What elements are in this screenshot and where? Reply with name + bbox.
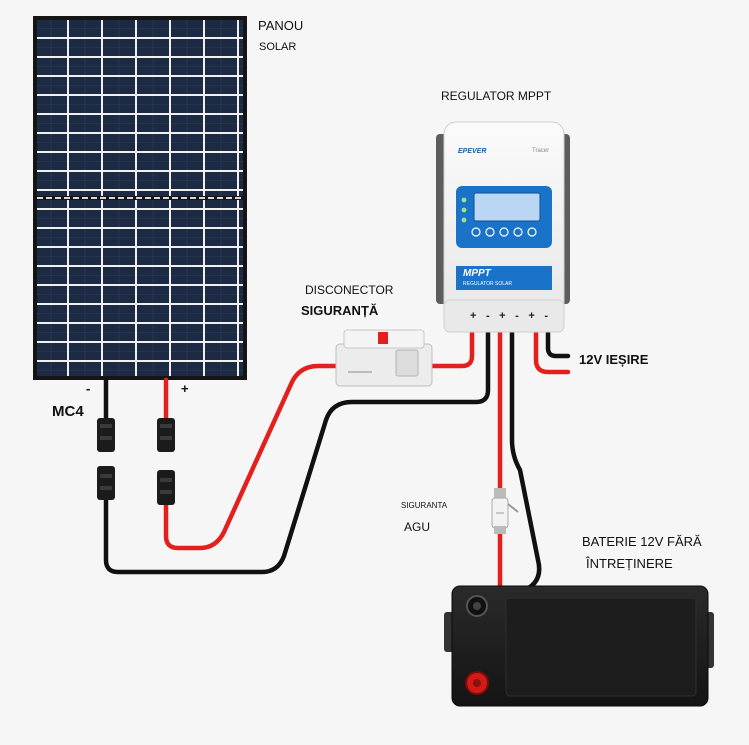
panel-label-line1: PANOU bbox=[258, 18, 304, 33]
mc4-positive-top bbox=[157, 418, 175, 452]
mppt-regulator bbox=[436, 121, 570, 333]
regulator-badge: MPPT bbox=[463, 268, 491, 279]
mc4-connectors bbox=[97, 418, 175, 505]
disconnector-label-line2: SIGURANȚĂ bbox=[301, 303, 379, 318]
regulator-model: Tracer bbox=[532, 148, 550, 154]
terminal-bat-minus: - bbox=[515, 310, 519, 322]
regulator-label: REGULATOR MPPT bbox=[441, 89, 552, 103]
panel-minus-label: - bbox=[86, 381, 91, 396]
fuse-label-line2: AGU bbox=[404, 520, 431, 534]
wire-output-positive bbox=[533, 327, 571, 375]
connector-label: MC4 bbox=[52, 403, 84, 420]
terminal-load-plus: + bbox=[528, 310, 535, 322]
panel-plus-label: + bbox=[181, 381, 189, 396]
battery-label-line2: ÎNTREȚINERE bbox=[586, 556, 673, 571]
output-label: 12V IEȘIRE bbox=[579, 352, 649, 367]
agu-fuse bbox=[491, 488, 519, 534]
wire-panel-negative bbox=[103, 327, 491, 575]
terminal-load-minus: - bbox=[544, 310, 548, 322]
mc4-positive-bottom bbox=[157, 470, 175, 505]
regulator-brand: EPEVER bbox=[458, 148, 487, 155]
terminal-bat-plus: + bbox=[499, 310, 506, 322]
wire-panel-positive bbox=[163, 363, 339, 551]
wire-output-negative bbox=[545, 327, 571, 359]
regulator-terminal-row: + - + - + - bbox=[470, 310, 548, 322]
regulator-badge-sub: REGULATOR SOLAR bbox=[463, 281, 512, 287]
fuse-label-line1: SIGURANTA bbox=[401, 501, 448, 510]
terminal-pv-minus: - bbox=[485, 310, 490, 322]
dc-breaker bbox=[335, 329, 433, 387]
solar-panel bbox=[33, 16, 247, 380]
battery bbox=[444, 585, 714, 707]
mc4-negative-top bbox=[97, 418, 115, 452]
panel-label-line2: SOLAR bbox=[259, 41, 297, 53]
terminal-pv-plus: + bbox=[470, 310, 477, 322]
battery-label-line1: BATERIE 12V FĂRĂ bbox=[582, 534, 702, 549]
disconnector-label-line1: DISCONECTOR bbox=[305, 283, 394, 297]
mc4-negative-bottom bbox=[97, 466, 115, 500]
wire-breaker-to-regulator bbox=[429, 327, 475, 369]
